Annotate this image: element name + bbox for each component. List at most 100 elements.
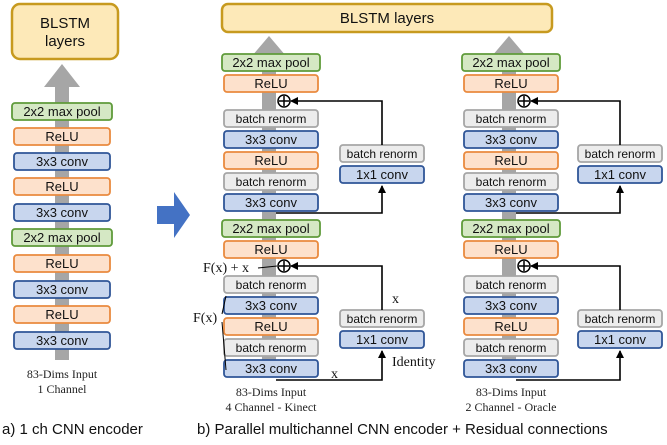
- kinect-conv-box: [223, 359, 319, 378]
- oracle-res-upper-in-arrow: [516, 185, 624, 214]
- oracle-batch-renorm-label: batch renorm: [476, 175, 547, 189]
- kinect-res-conv1-label: 1x1 conv: [356, 332, 409, 347]
- encoder-a-flow-arrowhead: [44, 64, 80, 87]
- oracle-batch-renorm-box: [463, 275, 559, 294]
- kinect-batch-renorm-label: batch renorm: [236, 112, 307, 126]
- kinect-res-upper-in-arrow: [276, 185, 386, 214]
- oracle-input-line1: 83-Dims Input: [476, 385, 547, 399]
- kinect-batch-renorm-label: batch renorm: [236, 175, 307, 189]
- encoder-a-maxpool-label: 2x2 max pool: [23, 230, 100, 245]
- oracle-res-upper-out-arrow: [530, 97, 621, 145]
- oracle-relu-box: [463, 317, 559, 336]
- kinect-maxpool-box: [221, 53, 321, 72]
- encoder-a-blstm-label: BLSTM: [40, 15, 90, 32]
- kinect-res-conv1-box: [339, 165, 425, 184]
- encoder-a-relu-box: [13, 305, 111, 324]
- kinect-batch-renorm-label: batch renorm: [236, 341, 307, 355]
- kinect-relu-box: [223, 240, 319, 259]
- kinect-conv-label: 3x3 conv: [245, 132, 298, 147]
- encoder-b-oracle: 2x2 max pool ReLU batch renorm 3x3 conv …: [461, 36, 663, 414]
- kinect-relu-box: [223, 151, 319, 170]
- kinect-conv-box: [223, 130, 319, 149]
- kinect-relu-box: [223, 317, 319, 336]
- caption-b: b) Parallel multichannel CNN encoder + R…: [197, 421, 608, 438]
- kinect-res-conv1-label: 1x1 conv: [356, 167, 409, 182]
- encoder-a-conv-box: [13, 203, 111, 222]
- encoder-a-relu-label: ReLU: [45, 307, 78, 322]
- kinect-relu-label: ReLU: [254, 76, 287, 91]
- oracle-conv-label: 3x3 conv: [485, 195, 538, 210]
- annotation-fx-bracket-upper: [221, 295, 227, 315]
- encoder-a-input-line1: 83-Dims Input: [27, 367, 98, 381]
- oracle-input-line2: 2 Channel - Oracle: [466, 400, 557, 414]
- oracle-res-lower-in-arrow: [516, 350, 624, 381]
- oracle-conv-box: [463, 359, 559, 378]
- kinect-conv-label: 3x3 conv: [245, 298, 298, 313]
- encoder-a-layers-label: layers: [45, 33, 85, 50]
- oracle-res-lower-out-arrow: [530, 262, 621, 310]
- oracle-relu-label: ReLU: [494, 76, 527, 91]
- encoder-a-conv-box: [13, 152, 111, 171]
- encoder-a-relu-box: [13, 177, 111, 196]
- transition-arrow-icon: [157, 192, 190, 238]
- oracle-batch-renorm-box: [463, 109, 559, 128]
- oracle-res-conv1-label: 1x1 conv: [594, 167, 647, 182]
- oracle-res-batch-renorm-label: batch renorm: [585, 312, 656, 326]
- encoder-a-conv-label: 3x3 conv: [36, 282, 89, 297]
- oracle-conv-label: 3x3 conv: [485, 361, 538, 376]
- encoder-a-maxpool-box: [11, 102, 113, 121]
- encoder-a-conv-label: 3x3 conv: [36, 333, 89, 348]
- kinect-relu-box: [223, 74, 319, 93]
- kinect-res-lower-out-arrow: [290, 262, 383, 310]
- encoder-a-maxpool-label: 2x2 max pool: [23, 104, 100, 119]
- annotation-x-lower: x: [331, 367, 338, 382]
- oracle-relu-label: ReLU: [494, 319, 527, 334]
- kinect-conv-label: 3x3 conv: [245, 361, 298, 376]
- oracle-maxpool-box: [461, 219, 561, 238]
- encoder-a-relu-box: [13, 254, 111, 273]
- oracle-conv-box: [463, 193, 559, 212]
- oracle-relu-label: ReLU: [494, 242, 527, 257]
- oracle-res-conv1-box: [577, 165, 663, 184]
- kinect-maxpool-label: 2x2 max pool: [232, 55, 309, 70]
- kinect-input-line1: 83-Dims Input: [236, 385, 307, 399]
- oracle-batch-renorm-label: batch renorm: [476, 341, 547, 355]
- kinect-res-conv1-box: [339, 330, 425, 349]
- kinect-relu-label: ReLU: [254, 242, 287, 257]
- oracle-conv-box: [463, 296, 559, 315]
- oracle-res-conv1-box: [577, 330, 663, 349]
- annotation-identity: Identity: [392, 355, 436, 370]
- oracle-conv-label: 3x3 conv: [485, 132, 538, 147]
- kinect-res-batch-renorm-label: batch renorm: [347, 312, 418, 326]
- kinect-res-upper-out-arrow: [290, 97, 383, 145]
- kinect-relu-label: ReLU: [254, 153, 287, 168]
- encoder-a-conv-box: [13, 331, 111, 350]
- kinect-batch-renorm-box: [223, 109, 319, 128]
- oracle-batch-renorm-label: batch renorm: [476, 112, 547, 126]
- encoder-a-input-line2: 1 Channel: [38, 382, 88, 396]
- encoder-a-relu-label: ReLU: [45, 179, 78, 194]
- kinect-flow-arrowhead: [252, 36, 286, 56]
- encoder-a-blstm-box: [10, 2, 120, 61]
- caption-a: a) 1 ch CNN encoder: [2, 421, 143, 438]
- encoder-b-blstm-box: [220, 2, 554, 34]
- encoder-a-relu-label: ReLU: [45, 129, 78, 144]
- oracle-maxpool-label: 2x2 max pool: [472, 221, 549, 236]
- oracle-res-conv1-label: 1x1 conv: [594, 332, 647, 347]
- oracle-batch-renorm-box: [463, 338, 559, 357]
- oracle-res-batch-renorm-label: batch renorm: [585, 147, 656, 161]
- oracle-conv-label: 3x3 conv: [485, 298, 538, 313]
- oracle-relu-label: ReLU: [494, 153, 527, 168]
- kinect-conv-label: 3x3 conv: [245, 195, 298, 210]
- oracle-batch-renorm-label: batch renorm: [476, 278, 547, 292]
- oracle-maxpool-box: [461, 53, 561, 72]
- oracle-relu-box: [463, 74, 559, 93]
- kinect-batch-renorm-box: [223, 172, 319, 191]
- kinect-res-lower-in-arrow: [276, 350, 386, 381]
- kinect-conv-box: [223, 193, 319, 212]
- oracle-relu-box: [463, 240, 559, 259]
- kinect-maxpool-box: [221, 219, 321, 238]
- annotation-fx-bracket-lower: [221, 321, 227, 371]
- oracle-conv-box: [463, 130, 559, 149]
